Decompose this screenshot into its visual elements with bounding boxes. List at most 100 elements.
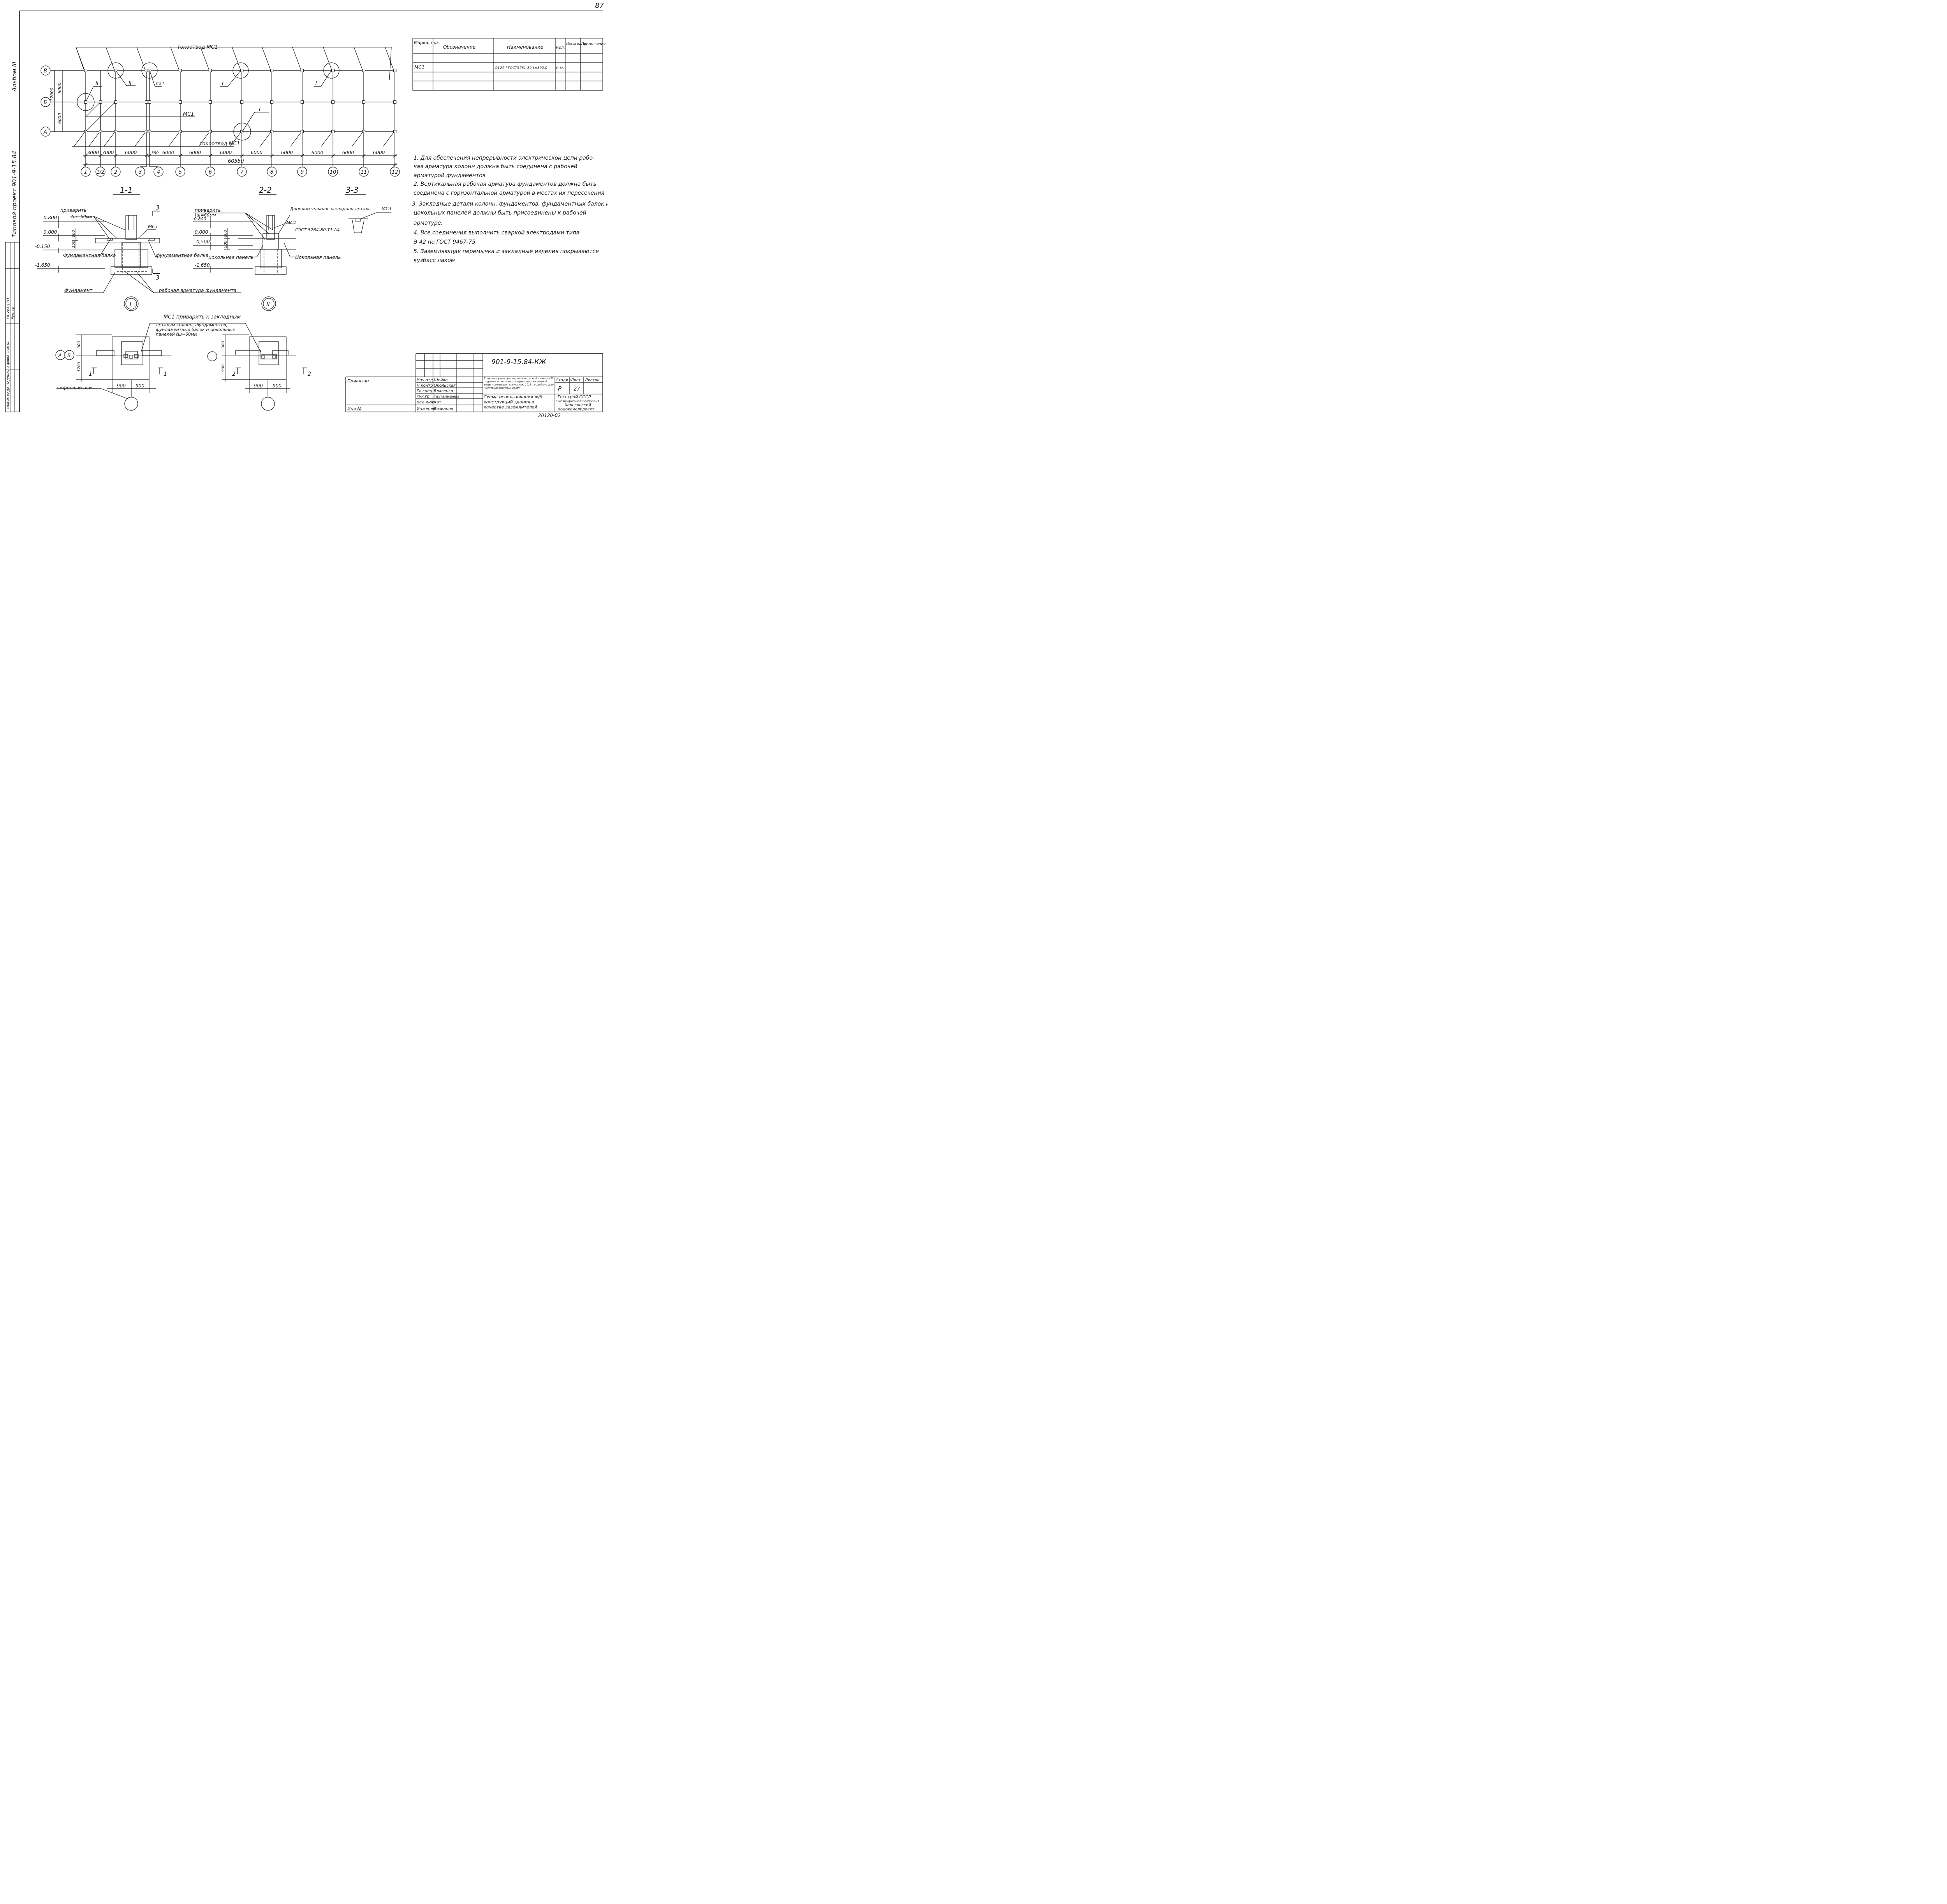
callout-circle-I-bottom [233,123,251,141]
stamp-org-1: Госстрой СССР [558,394,591,399]
s1-level-0800: 0,800 [44,215,57,220]
plan-conductor-diagonal [168,132,180,147]
plan-column-axis-label: 9 [301,169,304,175]
s1-dim-800: 800 [72,230,76,238]
nodeI-dim-v1: 900 [77,341,81,348]
s2-level-0000: 0,000 [195,229,208,235]
s2-panel-right: Цокольная панель [295,255,341,260]
section-3-3-drawing [345,194,391,233]
note-line-7: цокольных панелей должны быть присоедине… [414,210,586,216]
note-line-5: соединена с горизонтальной арматурой в м… [414,190,604,196]
plan-column-axis-bubble [237,167,247,177]
note-line-9: 4. Все соединения выполнить сваркой элек… [414,230,579,236]
plan-column-axis-bubble [297,167,307,177]
plan-column-axis-bubble [390,167,400,177]
plan-column-axis-label: 11 [361,169,367,175]
plan-span-dimension: 6000 [251,150,263,155]
note-line-3: арматурой фундаментов [414,172,486,179]
s2-dim-800: 800 [224,230,228,238]
stamp-role-6: Инженер [417,407,435,411]
spec-header-qty: Кол. [556,46,565,50]
nodeII-dim-v1: 900 [221,341,225,348]
s2-level-0500: -0,500 [195,239,210,245]
s1-cut-bottom: 3 [156,274,160,281]
plan-column-node [240,69,244,72]
nodeI-note-2: фундаментных балок и цокольных [156,327,235,332]
plan-column-axis-bubble [267,167,277,177]
stamp-inv: Инв № [347,406,362,412]
plan-dim-tick [362,154,366,158]
plan-column-axis-label: 7 [240,169,244,175]
row-axis-label-B: Б [44,100,47,106]
note-line-1: 1. Для обеспечения непрерывности электри… [414,155,595,161]
plan-column-node [208,69,212,72]
plan-conductor-diagonal [260,132,271,147]
stamp-bottom-code: 20120-02 [538,413,561,418]
nodeI-axis-A: А [58,353,62,358]
nodeI-cut-left: 1 [89,371,92,377]
s2-panel-left: цокольная панель [208,255,253,260]
plan-column-axis-label: 6 [209,169,212,175]
section-3-title: 3-3 [346,185,359,195]
plan-column-axis-bubbles [81,166,400,177]
plan-column-axis-label: 5 [179,169,182,175]
s1-rebar: рабочая арматура фундамента [158,288,236,293]
plan-dim-tick [114,154,118,158]
plan-conductor-diagonal [134,132,146,147]
s1-weld-len: ℓш=60мм [71,214,92,219]
plan-span-dimension: 3000 [87,150,99,155]
stamp-role-5: Вед.инж [417,400,434,405]
plan-column-axis-label: 2 [114,169,117,175]
s2-weld-len: ℓш=60мм [194,213,216,218]
stamp-role-2: Н.контр [417,384,433,388]
s2-level-0800: 0,800 [194,216,206,222]
plan-column-axis-label: 10 [330,169,336,175]
nodeI-dim-v2: 1200 [77,362,81,372]
title-block [345,353,603,412]
plan-dim-tick [148,154,151,158]
nodeII-dim-h1: 900 [254,383,263,389]
s1-foundation: Фундамент [64,288,93,293]
plan-dim-tick [240,154,244,158]
plan-conductor-diagonal [106,47,115,70]
plan-column-axis-bubble [111,167,121,177]
plan-callout-II-top: II [129,81,132,86]
plan-callout-I-bottom: I [259,107,261,113]
plan-grid [51,70,396,132]
plan-span-dimension: 6000 [189,150,201,155]
s2-level-1650: -1,650 [195,262,210,268]
nodeI-note-1: деталям колонн, фундаментов, [155,322,227,327]
nodeI-dim-h1: 900 [117,383,126,389]
plan-conductor-diagonal [230,132,241,147]
stamp-sheet-title-box: Схема использования ж/б конструкций здан… [484,394,542,410]
plan-column-node [270,69,274,72]
node-II-drawing [207,334,307,411]
plan-span-dimension: 6000 [162,150,174,155]
side-stamp-sign: Подпись и дата [7,356,11,385]
node-II-marker: II [266,301,270,308]
plan-dim-tick [208,154,212,158]
nodeI-dim-h2: 900 [136,383,144,389]
plan-column-axis-label: 4 [157,169,160,175]
plan-dim-tick [270,154,274,158]
plan-lightning-top-label: токоотвод МС1 [177,44,218,50]
plan-column-node [300,69,304,72]
row-dim-lower: 6000 [57,113,62,124]
side-stamp-spec: Гл. спец ТО [7,298,11,319]
spec-row-mark: МС1 [414,65,424,70]
s1-level-0150: -0,150 [35,244,50,249]
spec-header-mass: Масса ед, кг [566,42,587,46]
nodeI-note-title: МС1 приварить к закладным [164,314,241,320]
row-dim-upper: 6000 [57,83,62,93]
s2-gost: ГОСТ 5264-80-Т1 Δ4 [295,227,340,232]
stamp-org-4: Водоканалпроект [558,407,595,412]
row-axis-label-A: А [43,129,47,135]
plan-column-node [300,100,304,104]
stamp-name-3: Власенко [434,389,453,393]
plan-column-node [331,69,335,72]
plan-column-node [178,69,182,72]
stamp-name-5: Кат [434,400,442,405]
plan-column-node [393,100,397,104]
plan-dim-tick [300,154,304,158]
